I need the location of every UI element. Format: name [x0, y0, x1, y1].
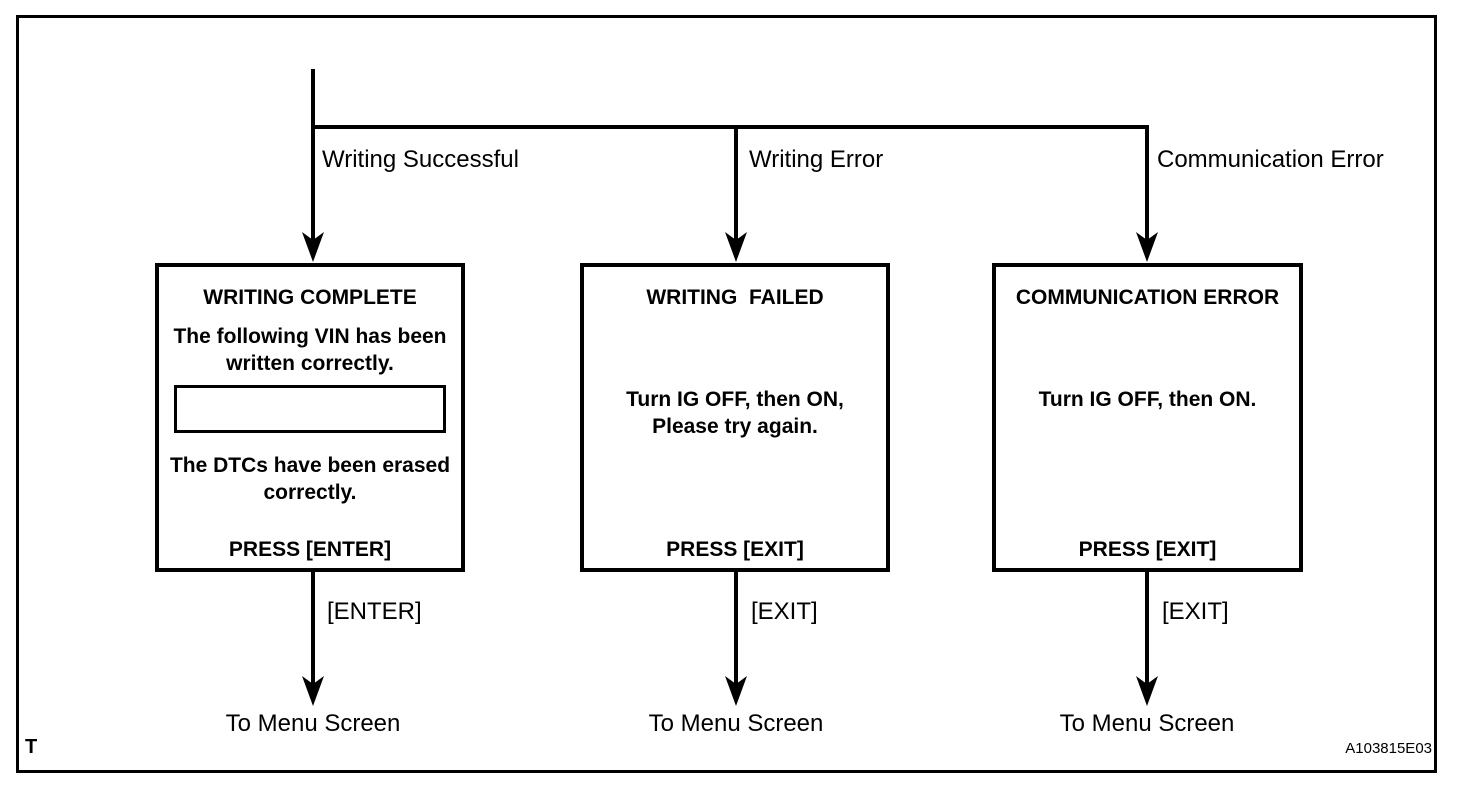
key-label-exit: [EXIT] — [751, 598, 818, 625]
screen-box-writing-failed: WRITING FAILED Turn IG OFF, then ON, Ple… — [580, 263, 890, 572]
branch-label-writing-error: Writing Error — [749, 146, 884, 173]
screen-body-try-again: Turn IG OFF, then ON, Please try again. — [626, 388, 844, 438]
screen-press-instruction: PRESS [ENTER] — [228, 538, 392, 561]
screen-body-ig-off-on: Turn IG OFF, then ON. — [1038, 388, 1257, 411]
branch-label-writing-successful: Writing Successful — [322, 146, 519, 173]
screen-body-dtc-erased: The DTCs have been erased correctly. — [169, 454, 451, 504]
arrowhead-down-icon — [302, 232, 324, 262]
key-label-exit: [EXIT] — [1162, 598, 1229, 625]
screen-box-writing-complete: WRITING COMPLETE The following VIN has b… — [155, 263, 465, 572]
page-section-mark: T — [25, 736, 38, 758]
destination-label-menu-screen: To Menu Screen — [1059, 710, 1235, 737]
branch-label-communication-error: Communication Error — [1157, 146, 1384, 173]
arrowhead-down-icon — [725, 232, 747, 262]
arrowhead-down-icon — [725, 676, 747, 706]
vin-display-field — [174, 385, 446, 433]
arrowhead-down-icon — [1136, 232, 1158, 262]
key-label-enter: [ENTER] — [327, 598, 422, 625]
destination-label-menu-screen: To Menu Screen — [225, 710, 401, 737]
screen-title: WRITING COMPLETE — [203, 286, 417, 309]
screen-title: COMMUNICATION ERROR — [1015, 286, 1280, 309]
screen-title: WRITING FAILED — [646, 286, 824, 309]
figure-border — [16, 15, 1437, 773]
screen-box-communication-error: COMMUNICATION ERROR Turn IG OFF, then ON… — [992, 263, 1303, 572]
arrowhead-down-icon — [1136, 676, 1158, 706]
screen-press-instruction: PRESS [EXIT] — [1078, 538, 1217, 561]
screen-body-vin-written: The following VIN has been written corre… — [173, 325, 447, 375]
destination-label-menu-screen: To Menu Screen — [648, 710, 824, 737]
screen-press-instruction: PRESS [EXIT] — [666, 538, 804, 561]
figure-reference-number: A103815E03 — [1345, 740, 1432, 757]
arrowhead-down-icon — [302, 676, 324, 706]
